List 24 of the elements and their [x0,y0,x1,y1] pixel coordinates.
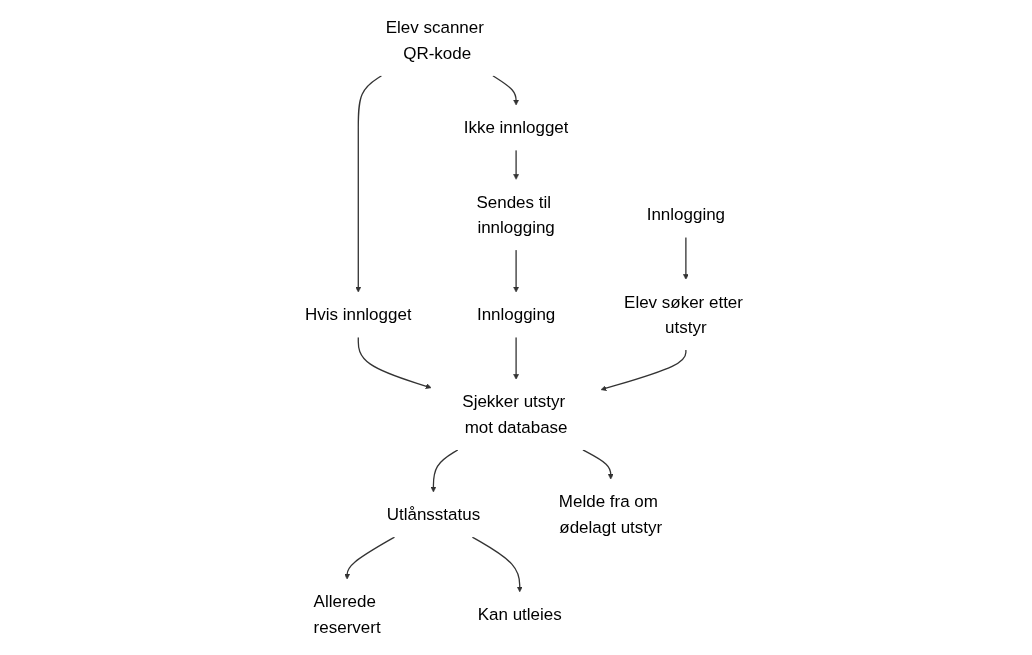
node-text: Melde fra om ødelagt utstyr [558,491,662,537]
arrow [682,236,689,280]
arrow [581,449,614,480]
arrow [357,336,431,389]
arrow [600,349,687,391]
arrow [512,149,519,180]
arrow [354,75,382,293]
node-text: Ikke innlogget [463,117,568,138]
node-text: Innlogging [476,304,555,325]
node-text: Sendes til innlogging [475,191,555,238]
arrow [430,449,458,493]
arrow [512,249,519,293]
node-text: Elev søker etter utstyr [623,291,743,337]
arrow [512,336,519,380]
node-text: Sjekker utstyr mot database [461,391,568,437]
arrow [491,75,519,106]
node-text: Elev scanner QR-kode [385,17,484,63]
node-text: Innlogging [646,204,725,225]
arrow [343,536,395,580]
node-text: Hvis innlogget [304,304,412,325]
node-text: Allerede reservert [313,591,381,637]
arrow [471,536,523,593]
node-text: Utlånsstatus [386,504,480,525]
node-text: Kan utleies [477,604,562,624]
